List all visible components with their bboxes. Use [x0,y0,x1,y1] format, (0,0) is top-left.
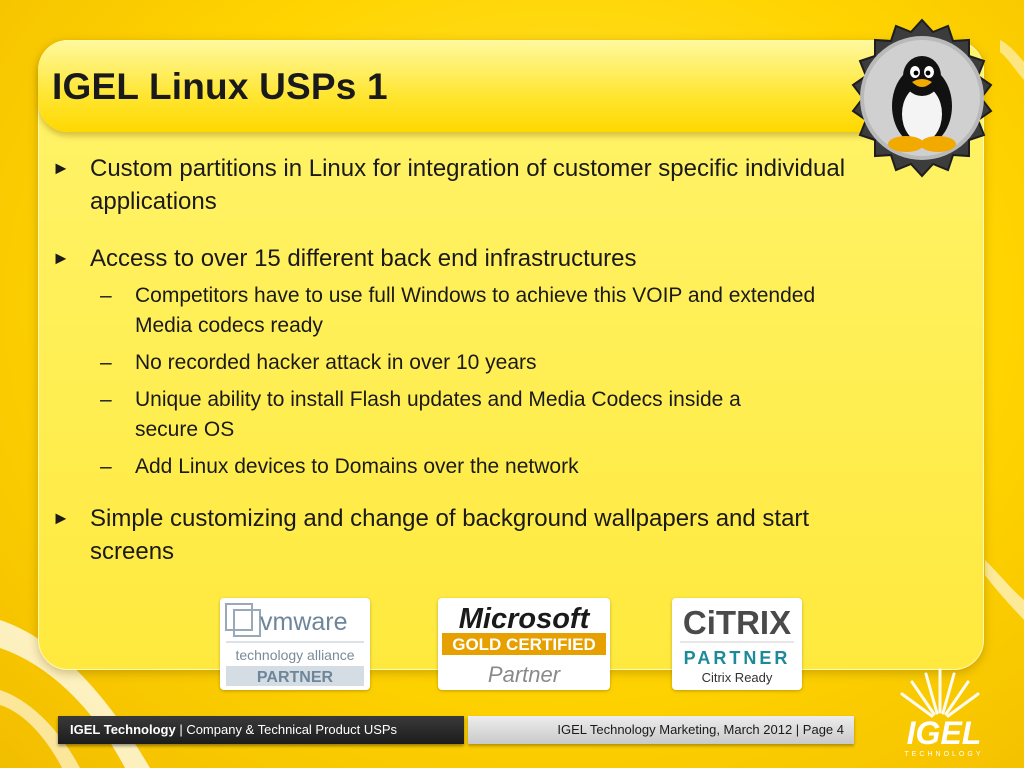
sub-bullet-text: No recorded hacker attack in over 10 yea… [135,351,537,374]
sub-bullet-item: – Unique ability to install Flash update… [52,385,755,445]
citrix-brand: CiTRIX [683,604,791,641]
vmware-partner-logo: vmware technology alliance PARTNER [220,598,370,690]
footer-left-bar: IGEL Technology | Company & Technical Pr… [58,716,464,744]
bullet-item: ► Access to over 15 different back end i… [52,242,872,275]
linux-penguin-icon [851,18,993,178]
sub-bullet-item: – No recorded hacker attack in over 10 y… [52,348,872,378]
footer-right-bar: IGEL Technology Marketing, March 2012 | … [468,716,854,744]
title-bar [38,40,898,132]
bullet-list: ► Custom partitions in Linux for integra… [52,152,872,568]
sub-bullet-marker: – [100,284,112,307]
citrix-partner-logo: CiTRIX PARTNER Citrix Ready [672,598,802,690]
footer-separator: | [175,722,187,737]
sub-bullet-text: Add Linux devices to Domains over the ne… [135,455,579,478]
vmware-line2: PARTNER [257,669,334,686]
bullet-marker: ► [52,158,70,178]
microsoft-brand: Microsoft [459,603,591,635]
sub-bullet-item: – Add Linux devices to Domains over the … [52,452,872,482]
citrix-line2: Citrix Ready [702,670,773,685]
igel-logo-tagline: TECHNOLOGY [904,751,983,758]
sub-bullet-text: Unique ability to install Flash updates … [135,388,741,441]
bullet-marker: ► [52,508,70,528]
bullet-text: Access to over 15 different back end inf… [90,245,637,272]
sub-bullet-text: Competitors have to use full Windows to … [135,284,816,337]
content-panel [38,40,984,670]
bullet-text: Simple customizing and change of backgro… [90,505,810,565]
bullet-text: Custom partitions in Linux for integrati… [90,155,846,215]
igel-logo: IGEL TECHNOLOGY [900,668,983,758]
sub-bullet-marker: – [100,388,112,411]
microsoft-partner-logo: Microsoft GOLD CERTIFIED Partner [438,598,610,690]
bullet-marker: ► [52,248,70,268]
footer-company: IGEL Technology [70,722,176,737]
footer-page-info: IGEL Technology Marketing, March 2012 | … [557,722,844,737]
citrix-line1: PARTNER [684,648,791,668]
igel-logo-name: IGEL [907,715,982,751]
sub-bullet-marker: – [100,351,112,374]
bullet-item: ► Custom partitions in Linux for integra… [52,152,872,218]
vmware-line1: technology alliance [235,647,354,663]
microsoft-line1: GOLD CERTIFIED [452,635,596,654]
sub-bullet-item: – Competitors have to use full Windows t… [52,281,825,341]
vmware-brand: vmware [260,608,348,636]
footer-subtitle: Company & Technical Product USPs [186,722,398,737]
slide-title: IGEL Linux USPs 1 [52,66,388,107]
bullet-item: ► Simple customizing and change of backg… [52,502,830,568]
microsoft-line2: Partner [488,662,562,687]
sub-bullet-marker: – [100,455,112,478]
